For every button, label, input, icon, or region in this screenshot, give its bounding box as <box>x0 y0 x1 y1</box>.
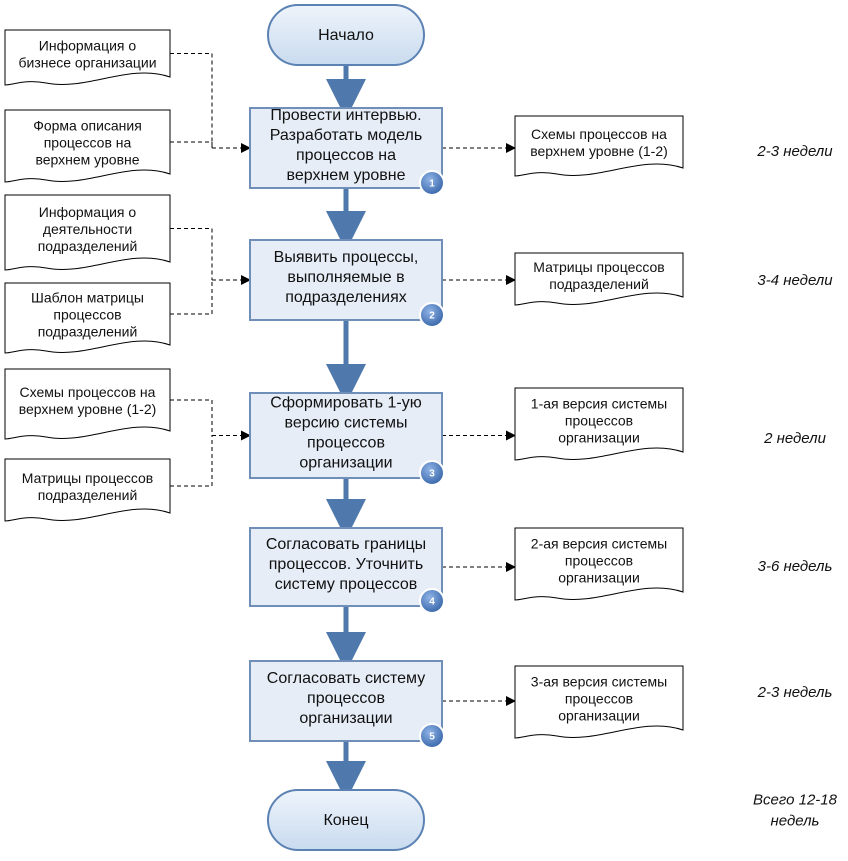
input-connector <box>170 435 213 487</box>
output-document-text: Матрицы процессов <box>533 259 664 275</box>
input-document-text: Информация о <box>39 38 137 54</box>
process-step-text: систему процессов <box>275 576 418 593</box>
process-step-text: Согласовать границы <box>266 536 426 553</box>
output-document <box>514 252 684 306</box>
process-step-text: Сформировать 1-ую <box>270 395 421 412</box>
input-document-text: процессов на <box>44 135 132 151</box>
input-document <box>4 282 171 354</box>
input-document-text: подразделений <box>38 324 138 340</box>
output-document-text: организации <box>558 570 640 586</box>
output-document-text: 3-ая версия системы <box>531 674 667 690</box>
input-connector <box>170 141 213 148</box>
total-duration: недель <box>771 812 820 829</box>
process-step-text: выполняемые в <box>287 269 404 286</box>
process-step-1 <box>249 107 443 189</box>
process-step-text: процессов <box>307 690 385 707</box>
process-step-5 <box>249 660 443 742</box>
process-step-text: Провести интервью. <box>270 107 421 124</box>
total-duration: Всего 12-18 <box>753 791 838 808</box>
input-connector <box>170 280 213 315</box>
step-number-badge <box>419 460 445 486</box>
output-document-text: организации <box>558 430 640 446</box>
step-duration: 3-4 недели <box>757 272 833 289</box>
input-document-text: Информация о <box>39 204 137 220</box>
input-document-text: Форма описания <box>33 118 142 134</box>
step-number-badge <box>419 170 445 196</box>
process-step-text: версию системы <box>285 415 408 432</box>
start-terminator-label: Начало <box>318 27 374 44</box>
step-number-label: 2 <box>429 311 435 322</box>
output-document <box>514 387 684 461</box>
input-document-text: процессов <box>53 307 121 323</box>
input-document-text: подразделений <box>38 487 138 503</box>
output-document-text: процессов <box>565 553 633 569</box>
process-step-text: организации <box>299 710 392 727</box>
process-step-text: Согласовать систему <box>267 670 425 687</box>
input-document-text: Шаблон матрицы <box>31 290 144 306</box>
input-document-text: деятельности <box>43 221 132 237</box>
output-document <box>514 665 684 739</box>
end-terminator-label: Конец <box>323 812 368 829</box>
step-duration: 3-6 недель <box>758 558 833 575</box>
output-document-text: процессов <box>565 413 633 429</box>
step-number-label: 4 <box>429 597 435 608</box>
input-document-text: Матрицы процессов <box>22 470 153 486</box>
step-number-label: 5 <box>429 732 435 743</box>
input-document-text: верхнем уровне <box>35 152 139 168</box>
step-duration: 2-3 недели <box>756 143 833 160</box>
input-connector <box>170 399 213 436</box>
output-document-text: верхнем уровне (1-2) <box>530 143 668 159</box>
output-document-text: организации <box>558 708 640 724</box>
input-connector <box>170 228 213 280</box>
input-document-text: подразделений <box>38 238 138 254</box>
step-number-badge <box>419 723 445 749</box>
process-step-text: Разработать модель <box>270 127 422 144</box>
process-step-text: процессов <box>307 435 385 452</box>
input-document-text: Схемы процессов на <box>20 384 156 400</box>
step-duration: 2-3 недель <box>757 684 833 701</box>
output-document-text: процессов <box>565 691 633 707</box>
output-document-text: 1-ая версия системы <box>531 396 667 412</box>
process-step-text: Выявить процессы, <box>274 249 419 266</box>
step-duration: 2 недели <box>763 430 827 447</box>
process-step-text: организации <box>299 455 392 472</box>
step-number-label: 1 <box>429 179 435 190</box>
process-step-text: верхнем уровне <box>287 167 406 184</box>
process-step-4 <box>249 527 443 607</box>
input-connector <box>170 53 213 148</box>
input-document <box>4 109 171 183</box>
step-number-badge <box>419 302 445 328</box>
output-document <box>514 527 684 601</box>
input-document-text: бизнесе организации <box>18 55 156 71</box>
process-step-text: процессов на <box>296 147 396 164</box>
output-document-text: Схемы процессов на <box>531 126 667 142</box>
process-step-text: процессов. Уточнить <box>269 556 423 573</box>
input-document <box>4 194 171 271</box>
input-document <box>4 29 171 86</box>
end-terminator <box>267 789 425 851</box>
input-document <box>4 458 171 522</box>
input-document-text: верхнем уровне (1-2) <box>19 401 157 417</box>
output-document <box>514 115 684 177</box>
output-document-text: 2-ая версия системы <box>531 536 667 552</box>
process-step-2 <box>249 239 443 321</box>
process-step-3 <box>249 392 443 479</box>
step-number-badge <box>419 588 445 614</box>
input-document <box>4 368 171 440</box>
process-step-text: подразделениях <box>285 289 407 306</box>
start-terminator <box>267 4 425 66</box>
step-number-label: 3 <box>429 469 435 480</box>
output-document-text: подразделений <box>549 276 649 292</box>
